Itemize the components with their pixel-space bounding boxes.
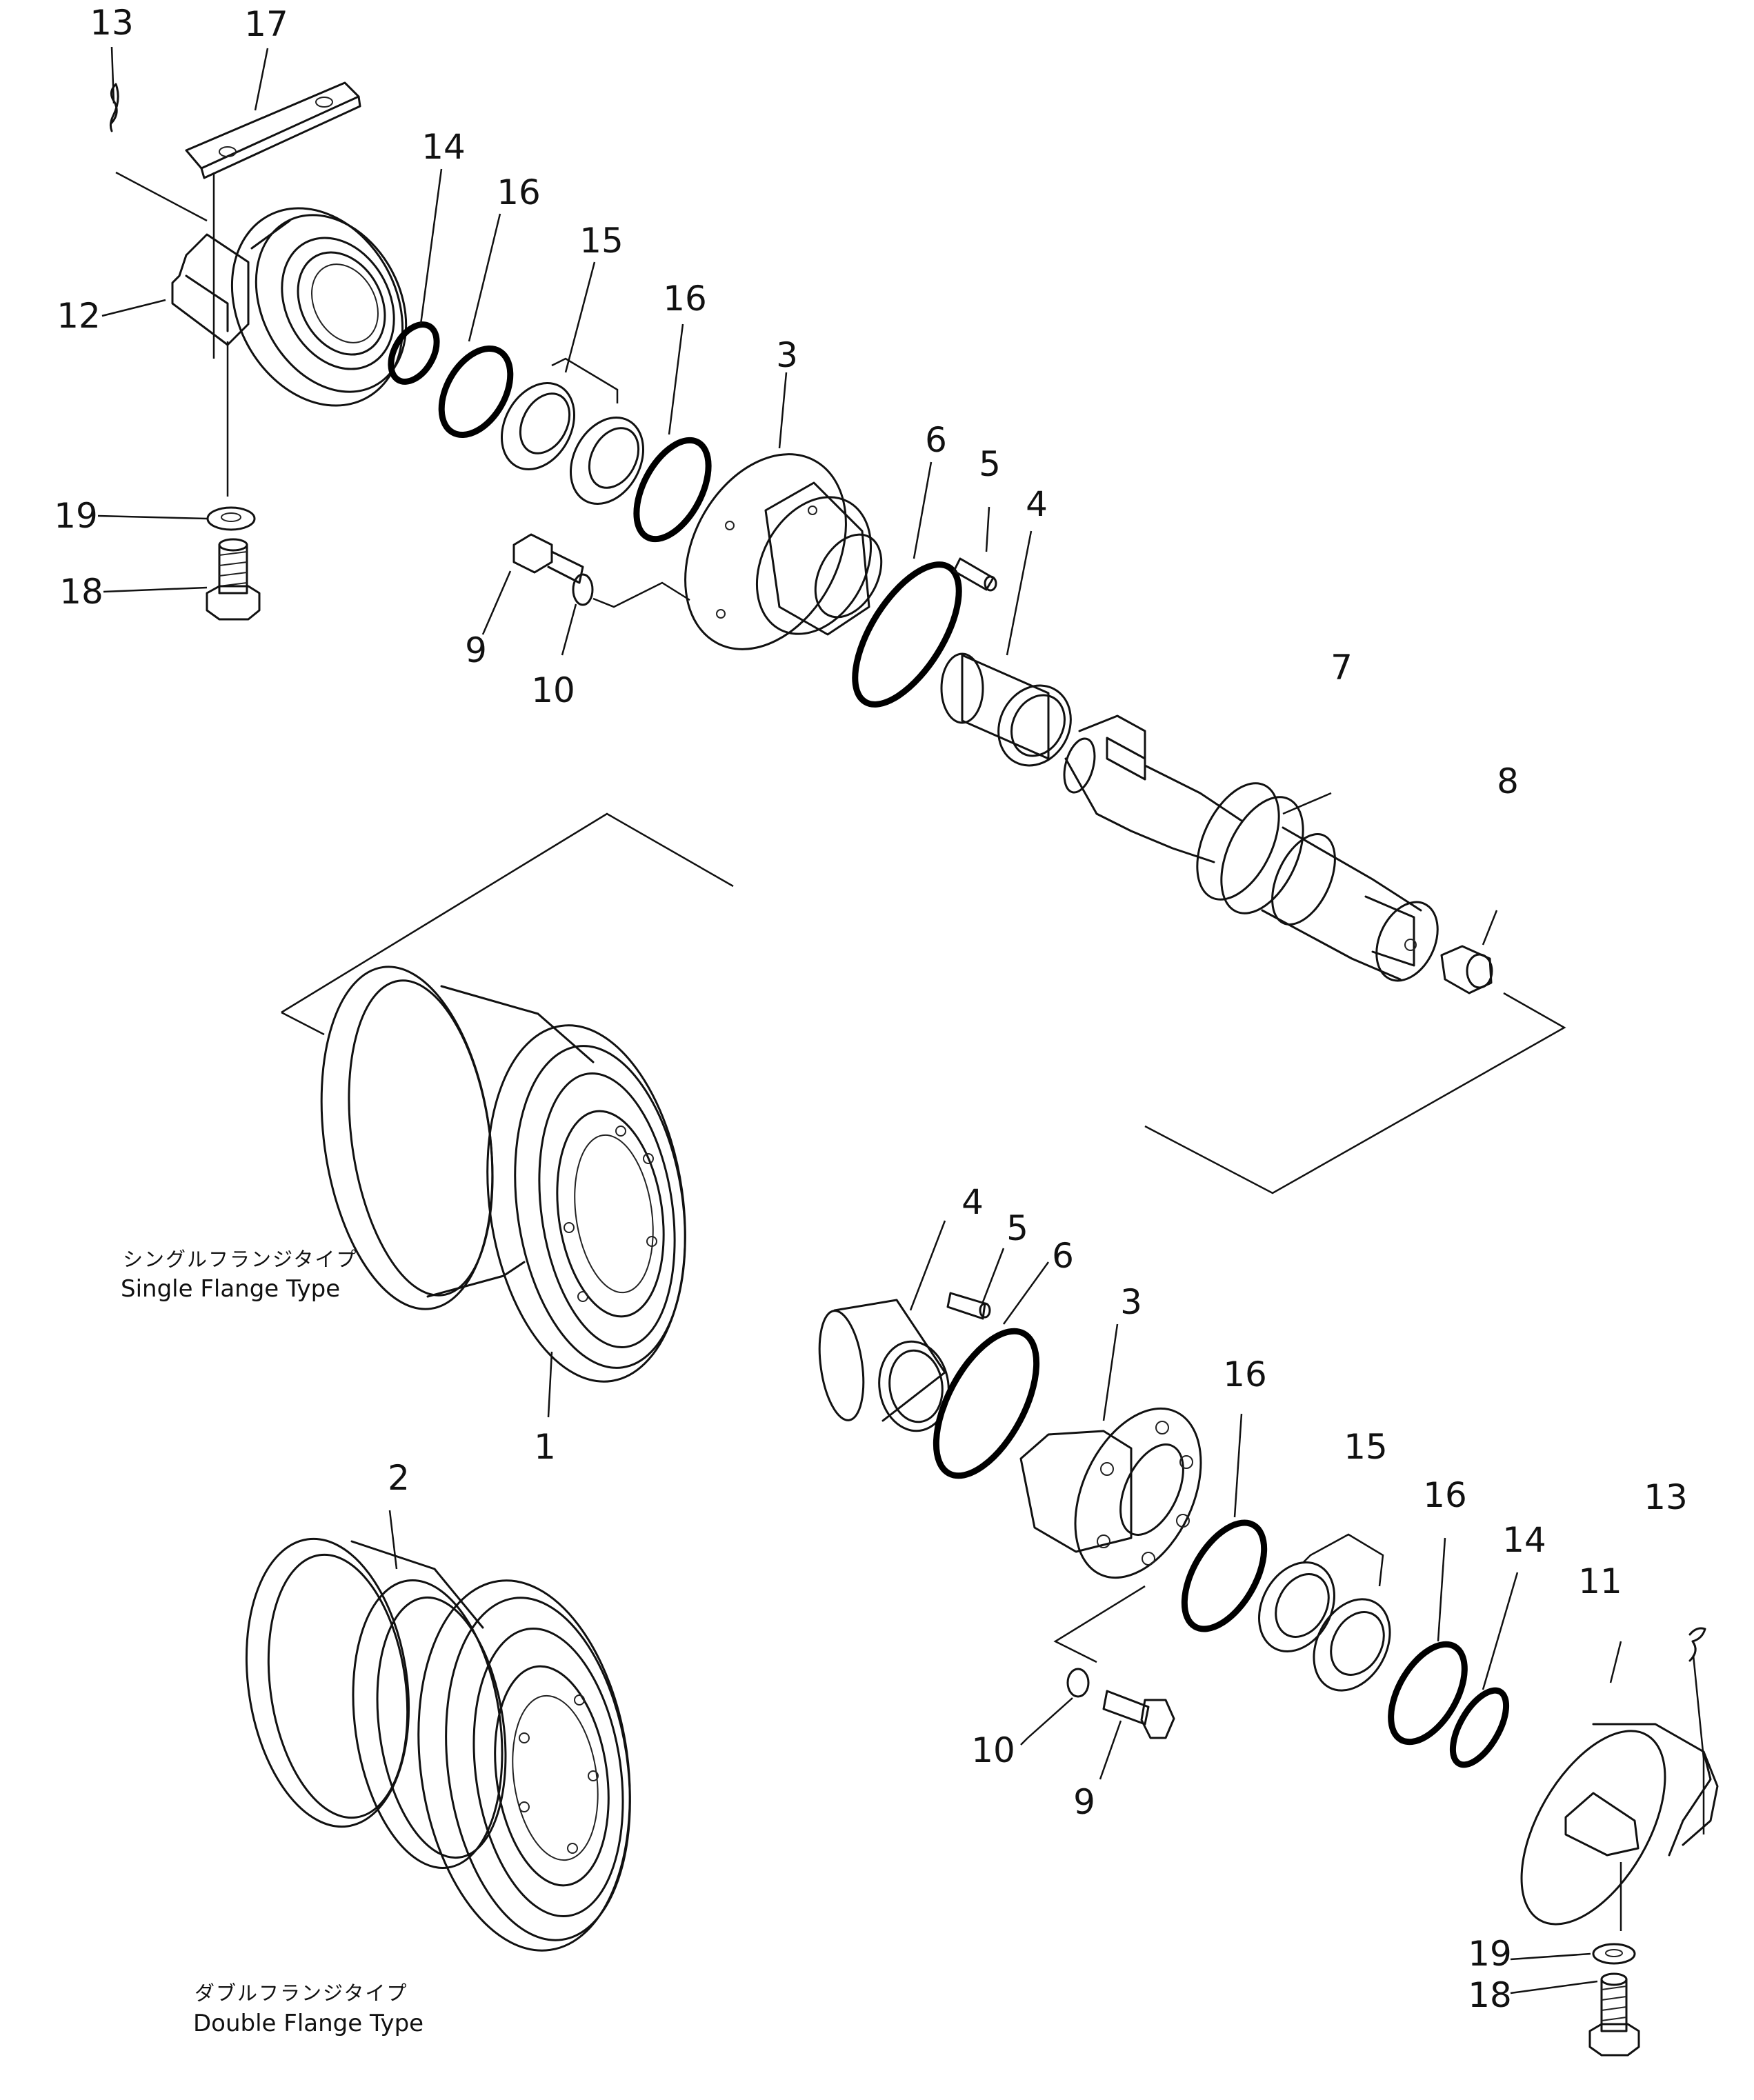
caption-single-jp: シングルフランジタイプ (123, 1248, 357, 1271)
callout-11: 11 (1578, 1561, 1622, 1601)
callout-15-bottom: 15 (1344, 1427, 1388, 1467)
callout-16-bottom-b: 16 (1423, 1475, 1467, 1515)
bushing-4-bottom (818, 1220, 950, 1432)
captions: シングルフランジタイプ Single Flange Type ダブルフランジタイ… (121, 1248, 423, 2037)
callout-19-top: 19 (54, 496, 98, 536)
callout-1: 1 (534, 1427, 556, 1467)
oring-6-top (852, 561, 962, 708)
callout-9-top: 9 (465, 630, 487, 670)
oring-16-top-a (438, 345, 514, 439)
callout-numbers: 13 17 14 16 15 16 3 12 6 5 4 19 18 9 10 … (54, 3, 1688, 2015)
group-bracket-single (281, 1011, 325, 1036)
pin-13-bottom (1688, 1627, 1706, 1834)
callout-3-bottom: 3 (1120, 1282, 1142, 1322)
bushing-4-top (940, 652, 1072, 767)
caption-double-jp: ダブルフランジタイプ (195, 1981, 408, 2005)
bolt-9-bottom (1099, 1690, 1175, 1780)
oring-16-top-b (633, 437, 712, 543)
callout-7: 7 (1331, 648, 1353, 688)
seal-15-top (500, 357, 645, 505)
callout-2: 2 (388, 1458, 410, 1498)
callout-10-bottom: 10 (971, 1730, 1015, 1770)
callout-leaders (97, 46, 1598, 1994)
callout-5-bottom: 5 (1006, 1208, 1028, 1248)
collar-11-bottom (1520, 1641, 1719, 1931)
callout-6-bottom: 6 (1052, 1236, 1074, 1276)
bolt-9-top (481, 533, 584, 635)
callout-3-top: 3 (776, 335, 798, 375)
callout-14-top: 14 (421, 127, 466, 167)
collar-12-top (171, 207, 408, 497)
pin-5-bottom (946, 1248, 1005, 1320)
callout-4-bottom: 4 (961, 1182, 984, 1222)
group-bracket-upper (281, 812, 734, 1014)
roller-1-single-flange (320, 966, 686, 1418)
callout-19-bottom: 19 (1468, 1934, 1512, 1974)
callout-16-bottom-a: 16 (1223, 1354, 1267, 1394)
pin-5-top (953, 557, 997, 592)
caption-single-en: Single Flange Type (121, 1275, 340, 1303)
callout-12: 12 (57, 296, 101, 336)
roller-2-double-flange (245, 1510, 631, 1952)
oring-14-bottom (1449, 1687, 1510, 1768)
oring-16-bottom-a (1181, 1519, 1268, 1632)
pin-13-top (109, 83, 208, 222)
callout-16-top-b: 16 (663, 279, 707, 319)
plug-8 (1440, 910, 1498, 994)
callout-17: 17 (244, 4, 288, 44)
bolt-18-bottom (1588, 1972, 1640, 2057)
callout-10-top: 10 (531, 670, 575, 710)
oring-16-bottom-b (1388, 1641, 1468, 1746)
callout-5-top: 5 (979, 444, 1001, 484)
oring-14-top (388, 321, 440, 385)
cover-3-top (684, 453, 883, 650)
callout-4-top: 4 (1026, 484, 1048, 524)
group-bracket-lower (1144, 992, 1566, 1194)
callout-14-bottom: 14 (1502, 1520, 1546, 1560)
callout-15-top: 15 (579, 221, 624, 261)
callout-18-top: 18 (59, 572, 103, 612)
callout-9-bottom: 9 (1073, 1782, 1095, 1822)
callout-6-top: 6 (925, 420, 947, 460)
plate-17-top (185, 81, 361, 359)
caption-double-en: Double Flange Type (193, 2010, 423, 2037)
cover-3-bottom (1019, 1323, 1202, 1663)
washer-10-bottom (1027, 1668, 1090, 1739)
callout-13-top: 13 (90, 3, 134, 43)
callout-13-bottom: 13 (1644, 1477, 1688, 1517)
bolt-18-top (206, 538, 261, 621)
callout-8: 8 (1497, 761, 1519, 801)
oring-6-bottom (933, 1328, 1040, 1479)
seal-15-bottom (1258, 1533, 1391, 1692)
washer-10-top (561, 573, 690, 656)
washer-19-top (206, 506, 256, 531)
shaft-7 (1063, 714, 1439, 982)
callout-16-top-a: 16 (497, 172, 541, 212)
callout-18-bottom: 18 (1468, 1975, 1512, 2015)
washer-19-bottom (1592, 1943, 1636, 1965)
